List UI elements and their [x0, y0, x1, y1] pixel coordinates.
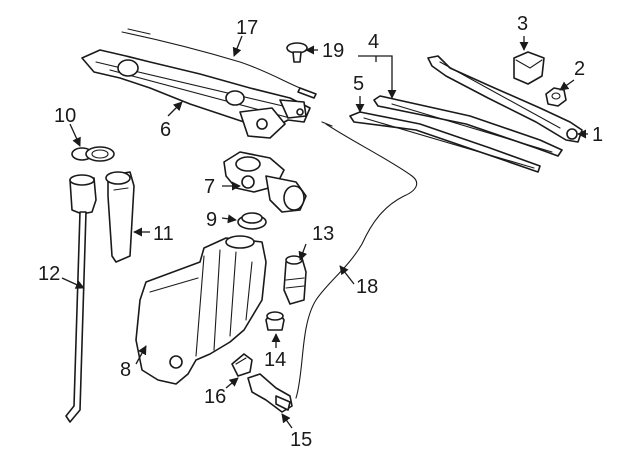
callout-13: 13 — [312, 223, 334, 245]
leader-17 — [232, 35, 243, 57]
part-12-filler-cap-dipstick — [65, 174, 97, 423]
leader-18 — [339, 265, 355, 285]
part-4-wiper-blade — [373, 95, 563, 157]
leader-10 — [69, 123, 81, 147]
leader-16 — [225, 377, 239, 389]
part-5-blade-insert — [349, 111, 541, 173]
part-10-gasket — [71, 146, 115, 162]
part-18-washer-hose — [295, 121, 418, 399]
callout-7: 7 — [204, 176, 215, 198]
part-19-push-pin — [286, 42, 308, 63]
callout-17: 17 — [236, 17, 258, 39]
callout-5: 5 — [353, 73, 364, 95]
callout-10: 10 — [54, 105, 76, 127]
leader-2 — [559, 79, 575, 91]
part-8-washer-reservoir — [135, 235, 267, 385]
part-16-cap — [231, 353, 253, 377]
callout-2: 2 — [574, 58, 585, 80]
leader-4a — [358, 55, 397, 99]
leader-13 — [298, 243, 308, 261]
part-11-filler-neck — [105, 171, 135, 263]
callout-19: 19 — [322, 40, 344, 62]
callout-14: 14 — [264, 349, 286, 371]
part-9-grommet — [237, 212, 267, 230]
part-6-wiper-transmission — [81, 49, 311, 139]
leader-lines — [61, 35, 588, 429]
part-3-pivot-cap — [513, 51, 545, 85]
leader-15 — [281, 413, 293, 429]
part-17-linkage-cable — [121, 28, 317, 99]
callout-1: 1 — [592, 124, 603, 146]
callout-11: 11 — [153, 223, 174, 245]
callout-3: 3 — [517, 13, 528, 35]
callout-15: 15 — [290, 429, 312, 451]
callout-9: 9 — [206, 209, 217, 231]
callout-8: 8 — [120, 359, 131, 381]
leader-6 — [167, 101, 183, 117]
part-15-level-sensor — [247, 373, 293, 413]
part-13-washer-pump — [283, 255, 307, 305]
callout-16: 16 — [204, 386, 226, 408]
part-7-wiper-motor — [223, 151, 307, 213]
leader-9 — [221, 214, 237, 224]
callout-12: 12 — [38, 263, 60, 285]
leader-12 — [61, 277, 85, 289]
part-14-plug — [265, 311, 285, 331]
callout-4: 4 — [368, 31, 379, 53]
part-2-nut — [545, 87, 567, 107]
callout-numbers: 1 2 3 4 5 6 7 8 9 10 11 12 13 14 15 16 1… — [38, 13, 603, 451]
callout-6: 6 — [160, 119, 171, 141]
callout-18: 18 — [356, 276, 378, 298]
leader-8 — [135, 345, 147, 365]
